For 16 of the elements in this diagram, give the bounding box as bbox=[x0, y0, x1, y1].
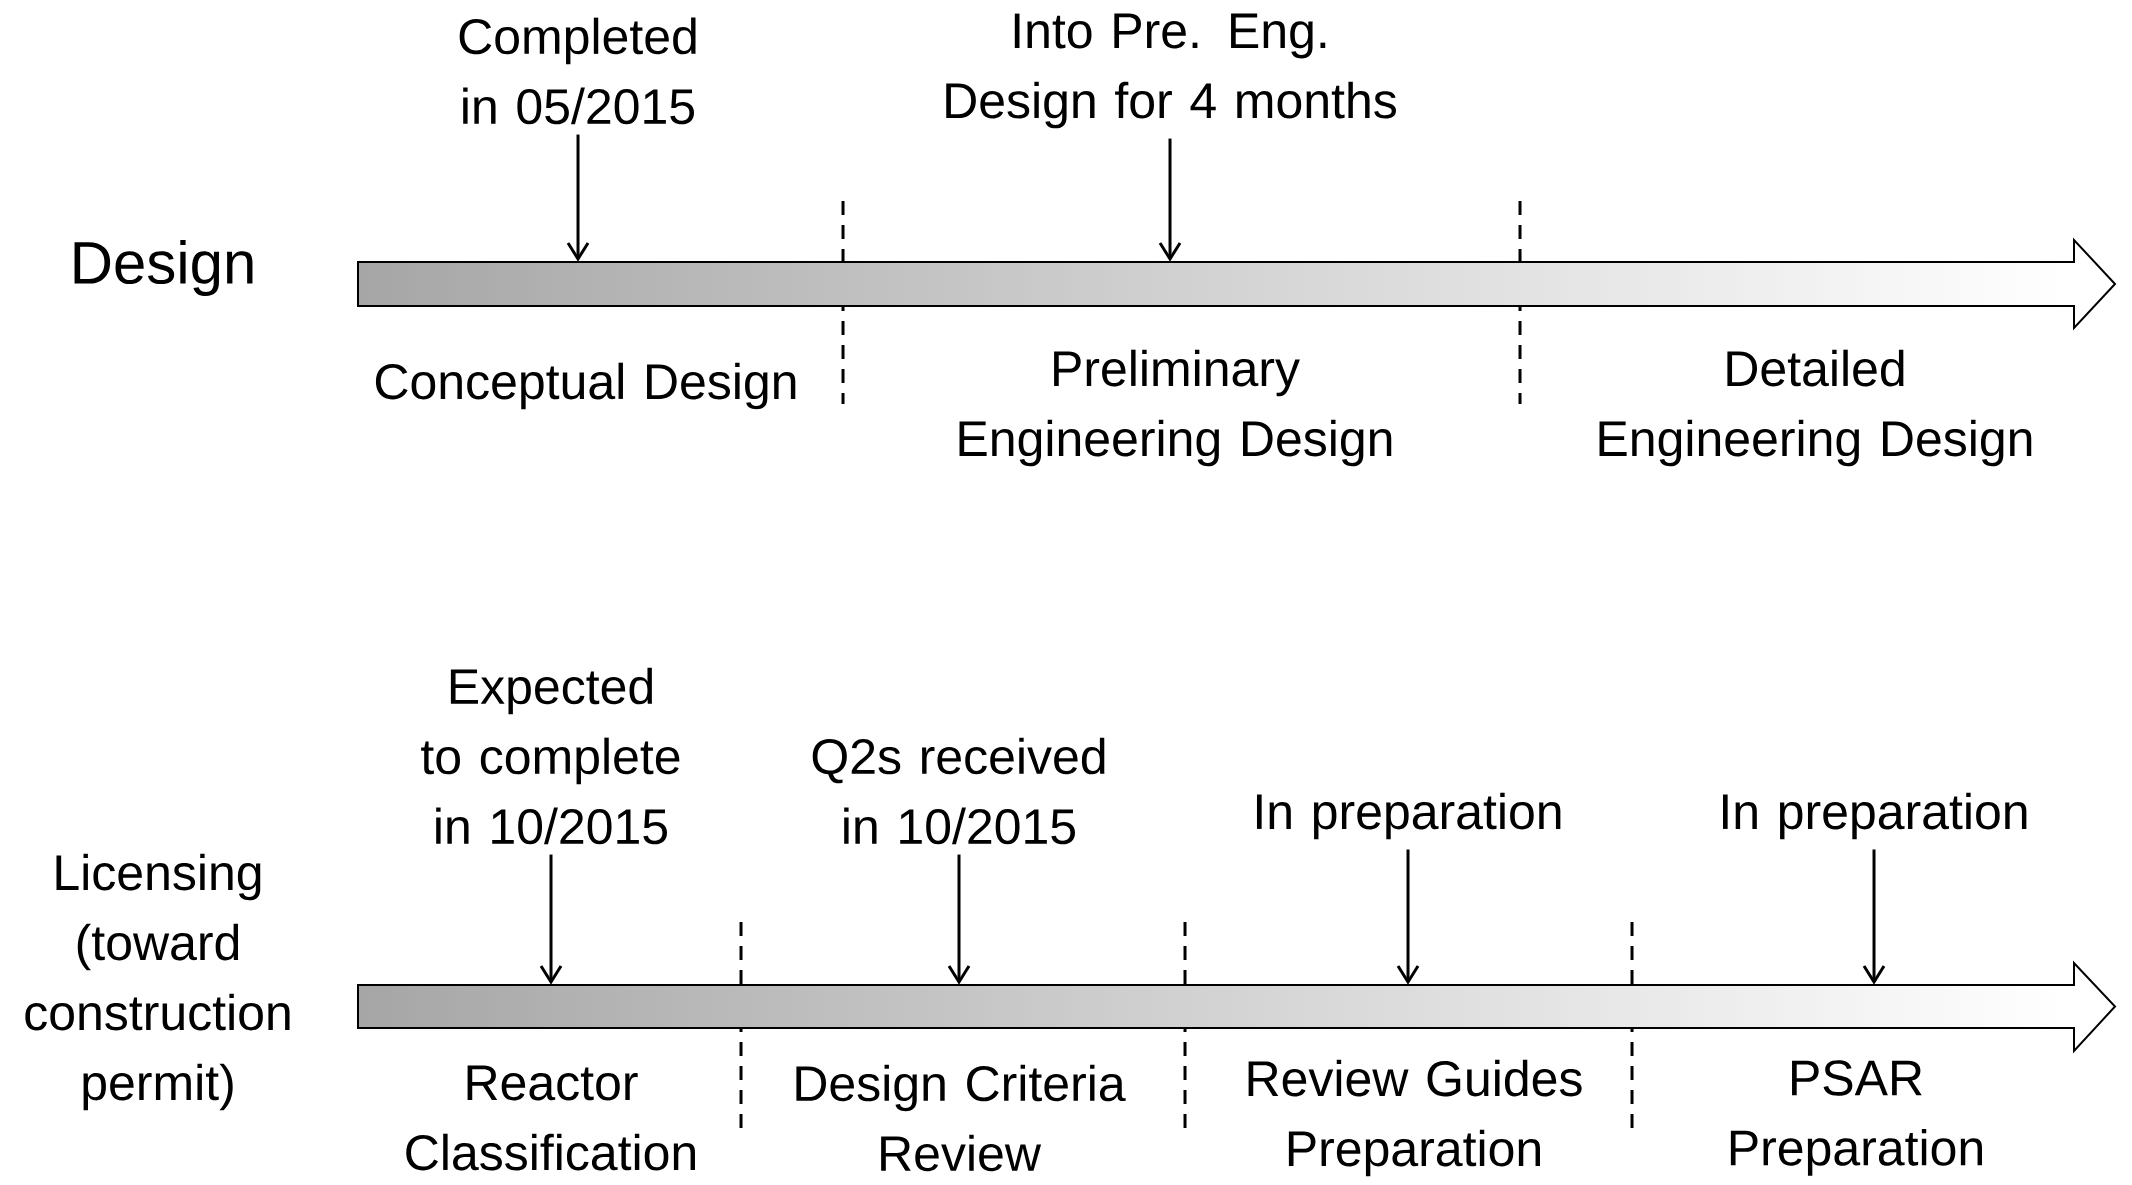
arrow bbox=[947, 854, 971, 985]
arrow bbox=[1158, 138, 1182, 262]
annotation-text: In preparation bbox=[1256, 792, 1561, 840]
annotation-text: Completed in 05/2015 bbox=[459, 17, 696, 125]
annotation-text: In preparation bbox=[1722, 792, 2027, 840]
arrow bbox=[1396, 849, 1420, 985]
timeline-arrow bbox=[357, 237, 2117, 331]
row-label: Licensing (toward construction permit) bbox=[25, 853, 290, 1111]
arrow bbox=[1862, 849, 1886, 985]
timeline-arrow bbox=[357, 960, 2117, 1054]
row-label: Design bbox=[74, 240, 253, 296]
annotation-text: Expected to complete in 10/2015 bbox=[421, 667, 680, 845]
annotation-text: Q2s received in 10/2015 bbox=[812, 737, 1105, 845]
arrow bbox=[539, 854, 563, 985]
annotation-text: Into Pre. Eng. Design for 4 months bbox=[946, 13, 1396, 129]
arrow bbox=[566, 134, 590, 262]
